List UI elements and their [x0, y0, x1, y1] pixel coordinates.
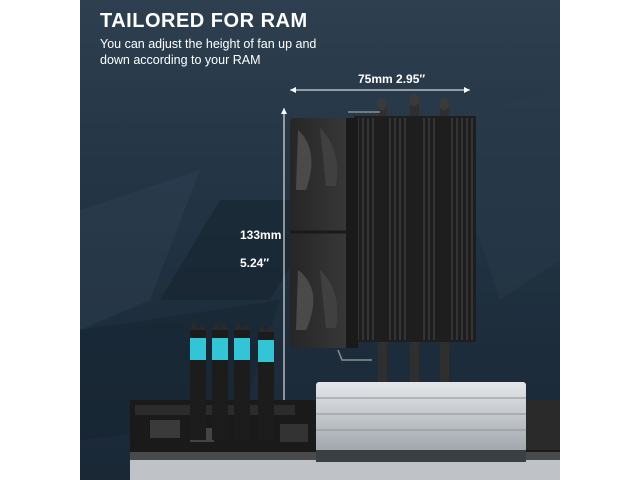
cpu-cooler-illustration	[130, 87, 560, 480]
heatsink-fin-stack	[354, 116, 476, 342]
ram-modules	[190, 322, 274, 440]
cooler-base-mount	[316, 382, 526, 462]
height-dimension-mm-label: 133mm	[240, 228, 282, 242]
height-dimension-arrow	[281, 108, 287, 440]
product-image-panel: TAILORED FOR RAM You can adjust the heig…	[80, 0, 560, 480]
width-dimension-arrow	[290, 87, 470, 93]
ram-stick	[212, 322, 228, 440]
subheadline: You can adjust the height of fan up and …	[100, 37, 317, 67]
ram-stick	[258, 324, 274, 440]
width-dimension-label: 75mm 2.95″	[358, 72, 426, 86]
ram-stick	[190, 322, 206, 440]
height-dimension-inch-label: 5.24″	[240, 256, 270, 270]
ram-stick	[234, 322, 250, 440]
fan-clip-wire	[337, 349, 372, 361]
cooling-fan	[290, 118, 358, 348]
headline: TAILORED FOR RAM	[100, 10, 308, 32]
